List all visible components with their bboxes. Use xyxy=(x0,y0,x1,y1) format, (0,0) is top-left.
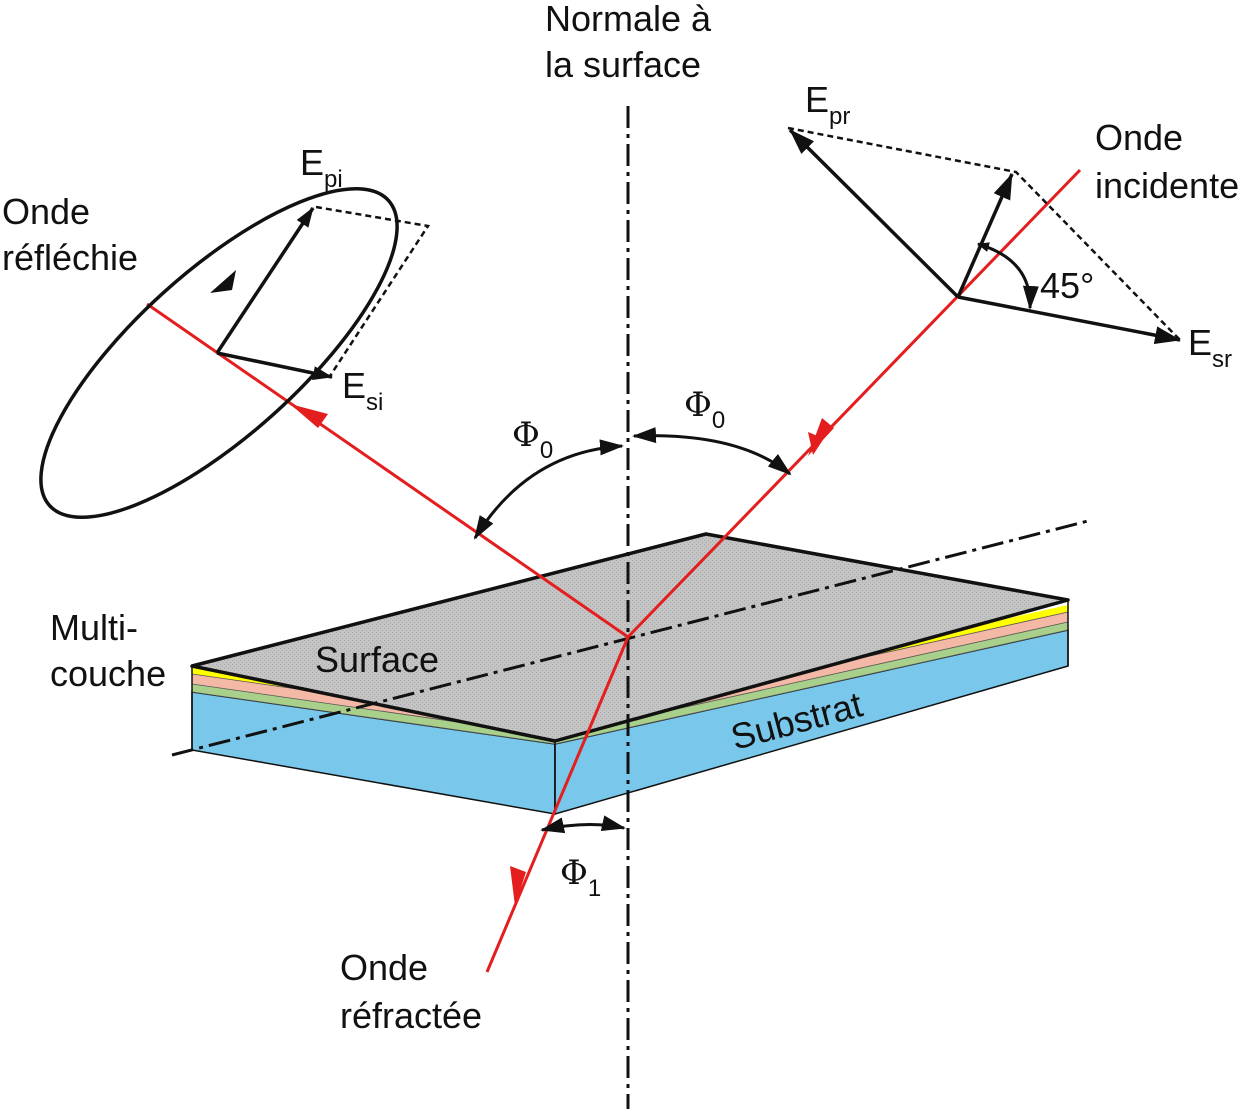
multilayer-label-line2: couche xyxy=(50,653,166,694)
refracted-arrowhead xyxy=(510,866,526,906)
plane-axis-line xyxy=(171,519,1089,757)
phi0-right-label: Φ0 xyxy=(684,385,725,434)
refracted-label-line1: Onde xyxy=(340,947,428,988)
multilayer-label-line1: Multi- xyxy=(50,607,138,648)
normal-label-line1: Normale à xyxy=(545,0,712,39)
layer-green-side xyxy=(555,622,1068,744)
incident-label-line2: incidente xyxy=(1095,165,1239,206)
epi-label: Epi xyxy=(300,142,343,193)
angle-45-label: 45° xyxy=(1040,265,1094,306)
incident-arrowhead xyxy=(808,418,834,456)
epi-vector xyxy=(215,207,315,354)
refracted-ray xyxy=(485,636,630,973)
normal-label-line2: la surface xyxy=(545,44,701,85)
resultant-vector xyxy=(956,173,1014,298)
reflected-ray xyxy=(146,302,629,639)
phi0-left-arc xyxy=(473,439,624,540)
esi-vector xyxy=(216,351,333,380)
incident-label-line1: Onde xyxy=(1095,117,1183,158)
reflected-polarization xyxy=(39,186,431,520)
reflected-label-line2: réfléchie xyxy=(2,237,138,278)
polarization-ellipse xyxy=(39,186,399,520)
incident-polarization xyxy=(787,126,1181,345)
phi1-label: Φ1 xyxy=(560,853,601,902)
phi1-arc xyxy=(540,815,626,834)
angle-45-arc xyxy=(977,242,1039,310)
esi-label: Esi xyxy=(342,365,383,416)
surface-label: Surface xyxy=(315,639,439,680)
epr-label: Epr xyxy=(805,79,850,130)
reflected-arrowhead xyxy=(290,404,328,428)
phi0-left-label: Φ0 xyxy=(512,415,553,464)
epr-vector xyxy=(788,128,960,299)
esr-label: Esr xyxy=(1188,322,1232,373)
refracted-label-line2: réfractée xyxy=(340,995,482,1036)
layer-green-front xyxy=(192,684,555,744)
reflected-label-line1: Onde xyxy=(2,191,90,232)
ellipse-direction-arrow xyxy=(210,270,236,293)
phi0-right-arc xyxy=(632,427,792,476)
